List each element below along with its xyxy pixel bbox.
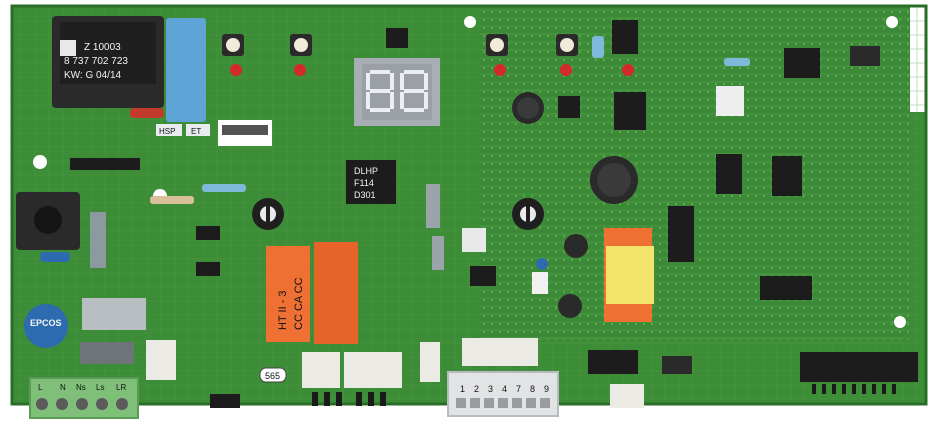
- capacitor-cylinder: [90, 212, 106, 268]
- label-et: ET: [191, 127, 201, 136]
- optocoupler: DLHP F114 D301: [346, 160, 396, 204]
- handwritten-sticker: [606, 246, 654, 304]
- ic-chip: [470, 266, 496, 286]
- label-hsp: HSP: [159, 127, 175, 136]
- pin-4: 4: [502, 384, 507, 394]
- ic-chip: [716, 154, 742, 194]
- white-connector: [344, 352, 402, 388]
- button-group: [222, 34, 578, 56]
- white-connector-small: [610, 384, 644, 408]
- transformer: Z 10003 8 737 702 723 KW: G 04/14: [52, 16, 164, 108]
- dense-logic-area: [480, 10, 910, 340]
- resistor: [130, 108, 164, 118]
- label-hsp-box: [156, 124, 182, 136]
- electrolytic-capacitor: [564, 234, 588, 258]
- pin-1: 1: [460, 384, 465, 394]
- varistor: [80, 342, 134, 364]
- resistor: [592, 36, 604, 58]
- voltage-regulator: [614, 92, 646, 130]
- ic-chip: [784, 48, 820, 78]
- pin-3: 3: [488, 384, 493, 394]
- capacitor-cylinder: [426, 184, 440, 228]
- label-et-box: [186, 124, 210, 136]
- mount-hole: [464, 16, 476, 28]
- white-connector: [302, 352, 340, 388]
- seven-segment-display: [354, 58, 440, 126]
- capacitor-cylinder: [432, 236, 444, 270]
- relay-line-1: HT II - 3: [277, 290, 289, 330]
- terminal-label-ls: Ls: [96, 383, 104, 392]
- pin-8: 8: [530, 384, 535, 394]
- terminal-header: [70, 158, 140, 170]
- fuse-holder: [462, 338, 538, 366]
- transformer-line-3: KW: G 04/14: [64, 70, 122, 81]
- blue-capacitor: [536, 258, 548, 270]
- potentiometer: [512, 198, 544, 230]
- mount-hole: [33, 155, 47, 169]
- fuse: [82, 298, 146, 330]
- transformer-line-2: 8 737 702 723: [64, 56, 128, 67]
- ic-chip: [760, 276, 812, 300]
- low-voltage-connector: 1 2 3 4 7 8 9: [447, 371, 559, 417]
- ic-chip: [386, 28, 408, 48]
- relay-2: [314, 242, 358, 344]
- ic-chip: [668, 206, 694, 262]
- opto-line-3: D301: [354, 190, 376, 200]
- white-connector-small: [146, 340, 176, 380]
- ic-chip: [850, 46, 880, 66]
- opto-line-1: DLHP: [354, 166, 378, 176]
- film-capacitor: [166, 18, 206, 122]
- terminal-label-l: L: [38, 383, 43, 392]
- reset-switch: [16, 192, 80, 250]
- white-connector-small: [420, 342, 440, 382]
- pin-7: 7: [516, 384, 521, 394]
- mount-hole: [894, 316, 906, 328]
- mains-terminal: L N Ns Ls LR: [29, 377, 139, 419]
- small-relay: [462, 228, 486, 252]
- terminal-label-lr: LR: [116, 383, 126, 392]
- pin-header: [210, 350, 918, 408]
- emi-filter: EPCOS: [24, 304, 68, 348]
- ic-chip: [612, 20, 638, 54]
- pin-9: 9: [544, 384, 549, 394]
- terminal-label-ns: Ns: [76, 383, 86, 392]
- opto-line-2: F114: [354, 178, 374, 188]
- ref-label-box: [259, 367, 287, 383]
- terminal-label-n: N: [60, 383, 66, 392]
- relay-ht: HT II - 3 CC CA CC: [266, 246, 310, 342]
- blue-capacitor: [40, 252, 70, 262]
- filter-brand: EPCOS: [30, 318, 62, 328]
- resistor: [202, 184, 246, 192]
- ic-chip: [196, 226, 220, 240]
- ref-label: 565: [265, 371, 280, 381]
- mosfet: [558, 96, 580, 118]
- resistor: [150, 196, 194, 204]
- ic-chip: [196, 262, 220, 276]
- electrolytic-capacitor: [558, 294, 582, 318]
- resistor: [724, 58, 750, 66]
- ic-chip: [772, 156, 802, 196]
- transformer-line-1: Z 10003: [84, 42, 121, 53]
- mount-hole: [886, 16, 898, 28]
- relay-line-2: CC CA CC: [293, 277, 305, 330]
- edge-pins: [312, 384, 896, 406]
- ic-chip: [716, 86, 744, 116]
- pin-2: 2: [474, 384, 479, 394]
- small-cap: [532, 272, 548, 294]
- potentiometer: [252, 198, 284, 230]
- electrolytic-capacitor: [512, 92, 544, 124]
- electrolytic-capacitor: [590, 156, 638, 204]
- led-group: [230, 64, 634, 76]
